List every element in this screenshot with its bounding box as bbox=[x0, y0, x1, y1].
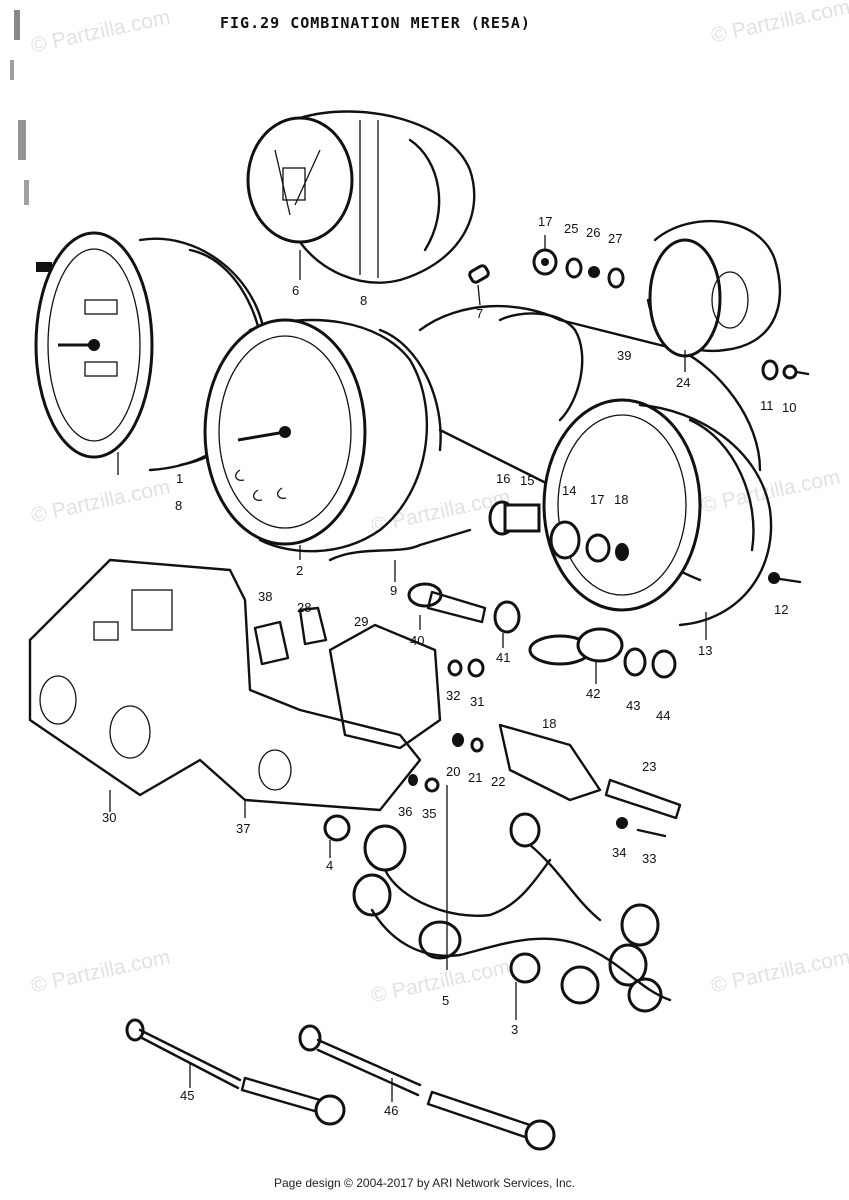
callout-24: 24 bbox=[676, 375, 690, 390]
parts-14-to-18-washers bbox=[488, 500, 629, 563]
callout-33: 33 bbox=[642, 851, 656, 866]
callout-18a: 18 bbox=[614, 492, 628, 507]
part-24-cup bbox=[646, 220, 782, 358]
callout-17a: 17 bbox=[538, 214, 552, 229]
callout-5: 5 bbox=[442, 993, 449, 1008]
callout-13: 13 bbox=[698, 643, 712, 658]
callout-8a: 8 bbox=[360, 293, 367, 308]
part-46-cable bbox=[298, 1024, 556, 1151]
part-45-cable bbox=[125, 1018, 346, 1126]
callout-21: 21 bbox=[468, 770, 482, 785]
callout-31: 31 bbox=[470, 694, 484, 709]
callout-8b: 8 bbox=[175, 498, 182, 513]
callout-23: 23 bbox=[642, 759, 656, 774]
callout-17b: 17 bbox=[590, 492, 604, 507]
callout-3: 3 bbox=[511, 1022, 518, 1037]
page-title: FIG.29 COMBINATION METER (RE5A) bbox=[220, 14, 531, 32]
callout-6: 6 bbox=[292, 283, 299, 298]
part-6-small-meter bbox=[246, 110, 476, 284]
callout-39: 39 bbox=[617, 348, 631, 363]
callout-22: 22 bbox=[491, 774, 505, 789]
callout-25: 25 bbox=[564, 221, 578, 236]
part-23-bracket bbox=[408, 723, 682, 838]
callout-43: 43 bbox=[626, 698, 640, 713]
callout-29: 29 bbox=[354, 614, 368, 629]
part-2-tachometer bbox=[203, 318, 442, 553]
callout-41: 41 bbox=[496, 650, 510, 665]
small-hardware bbox=[468, 248, 810, 584]
callout-46: 46 bbox=[384, 1103, 398, 1118]
leader-lines bbox=[109, 235, 707, 1102]
callout-37: 37 bbox=[236, 821, 250, 836]
callout-35: 35 bbox=[422, 806, 436, 821]
callout-16: 16 bbox=[496, 471, 510, 486]
callout-1: 1 bbox=[176, 471, 183, 486]
callout-34: 34 bbox=[612, 845, 626, 860]
scan-artifacts bbox=[10, 10, 29, 205]
copyright-footer: Page design © 2004-2017 by ARI Network S… bbox=[273, 1176, 575, 1190]
callout-45: 45 bbox=[180, 1088, 194, 1103]
callout-32: 32 bbox=[446, 688, 460, 703]
callout-36: 36 bbox=[398, 804, 412, 819]
callout-26: 26 bbox=[586, 225, 600, 240]
callout-10: 10 bbox=[782, 400, 796, 415]
callout-11: 11 bbox=[760, 398, 774, 413]
callout-27: 27 bbox=[608, 231, 622, 246]
callout-28: 28 bbox=[297, 600, 311, 615]
callout-44: 44 bbox=[656, 708, 670, 723]
callout-12: 12 bbox=[774, 602, 788, 617]
part-13-bezel bbox=[542, 398, 773, 627]
callout-18b: 18 bbox=[542, 716, 556, 731]
callout-38: 38 bbox=[258, 589, 272, 604]
callout-15: 15 bbox=[520, 473, 534, 488]
callout-7: 7 bbox=[476, 306, 483, 321]
callout-14: 14 bbox=[562, 483, 576, 498]
callout-42: 42 bbox=[586, 686, 600, 701]
part-40-bolt bbox=[407, 582, 677, 679]
callout-9: 9 bbox=[390, 583, 397, 598]
part-30-housing bbox=[28, 558, 422, 812]
callout-40: 40 bbox=[410, 633, 424, 648]
callout-4: 4 bbox=[326, 858, 333, 873]
callout-2: 2 bbox=[296, 563, 303, 578]
callout-30: 30 bbox=[102, 810, 116, 825]
part-29-bracket bbox=[253, 606, 485, 750]
callout-labels: 1 2 3 4 5 6 7 8 8 9 10 11 12 13 14 15 16… bbox=[102, 214, 796, 1118]
part-3-wiring-harness bbox=[323, 812, 672, 1013]
callout-20: 20 bbox=[446, 764, 460, 779]
